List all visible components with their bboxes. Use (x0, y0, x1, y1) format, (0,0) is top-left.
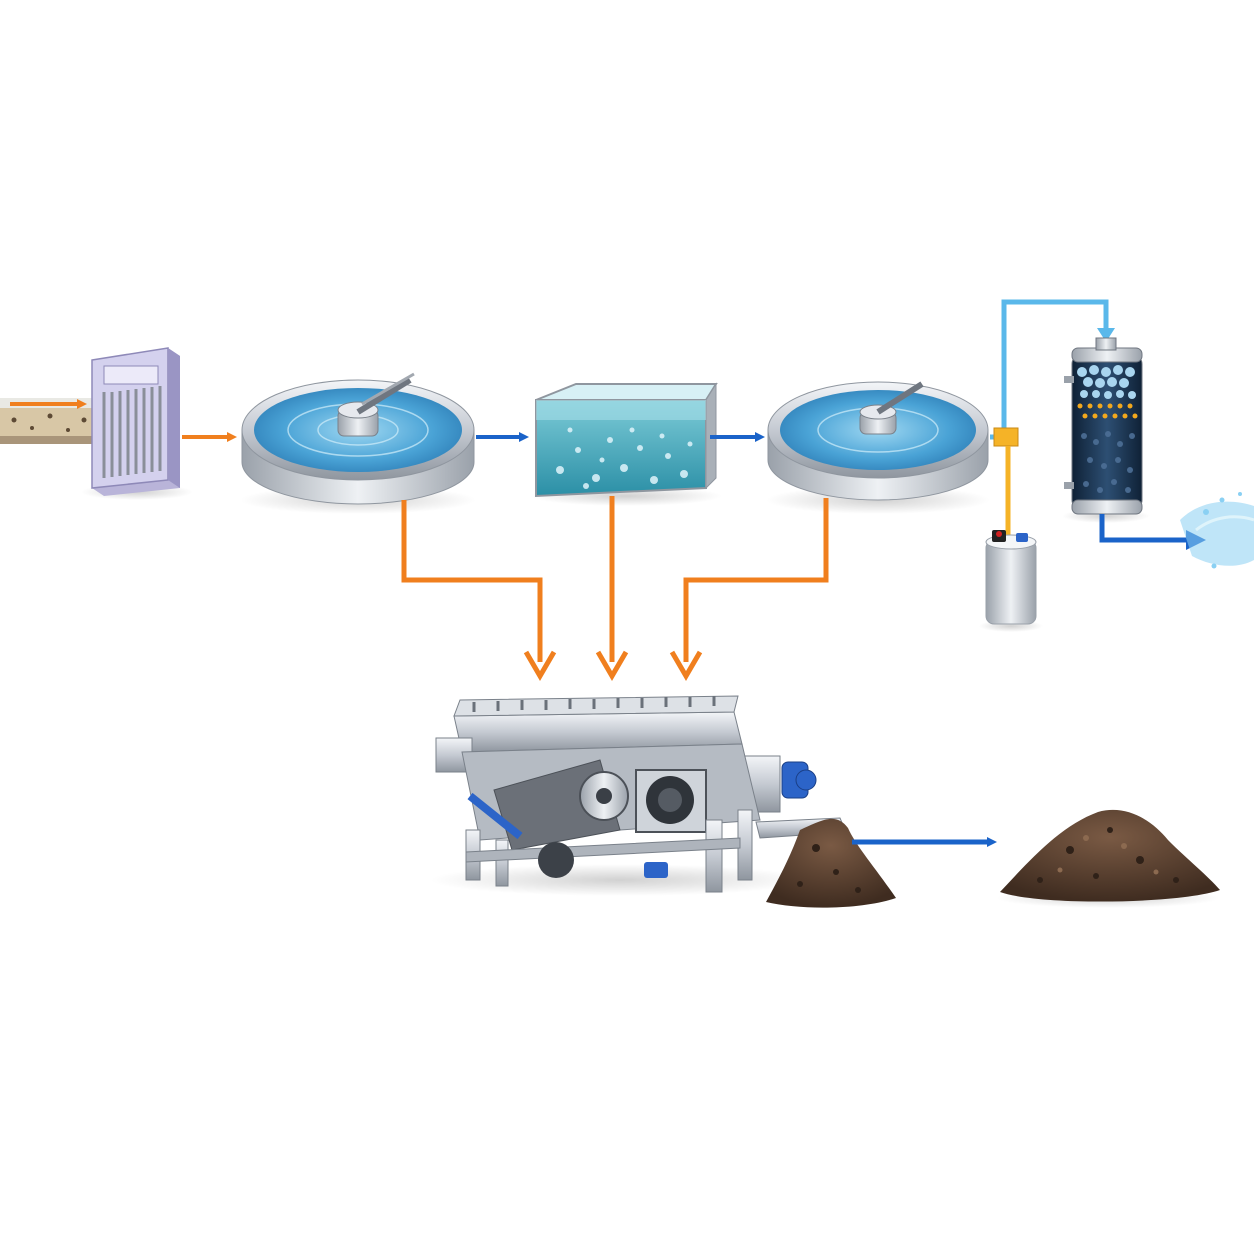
aeration-tank (530, 382, 722, 506)
sludge-pile-discharge (766, 818, 896, 908)
sludge-arrow-aeration (595, 650, 629, 681)
filter-column (1062, 337, 1150, 523)
filter-inlet-arrow (1097, 328, 1115, 342)
dewatered-sludge-cake (996, 809, 1220, 908)
chemical-dosing-tank (979, 530, 1043, 632)
primary-clarifier (240, 372, 476, 514)
pipe-junction (993, 427, 1019, 447)
secondary-clarifier (766, 381, 990, 514)
sludge-line-primary (401, 500, 543, 662)
sludge-arrow-secondary (669, 650, 703, 681)
sludge-line-secondary (683, 498, 829, 662)
clean-water-pipe (1099, 514, 1190, 543)
sludge-arrow-primary (523, 650, 557, 681)
belt-filter-press (430, 695, 847, 896)
inlet-pipe (0, 398, 100, 444)
bar-screen (81, 347, 193, 500)
clean-water-outlet (1180, 492, 1254, 569)
